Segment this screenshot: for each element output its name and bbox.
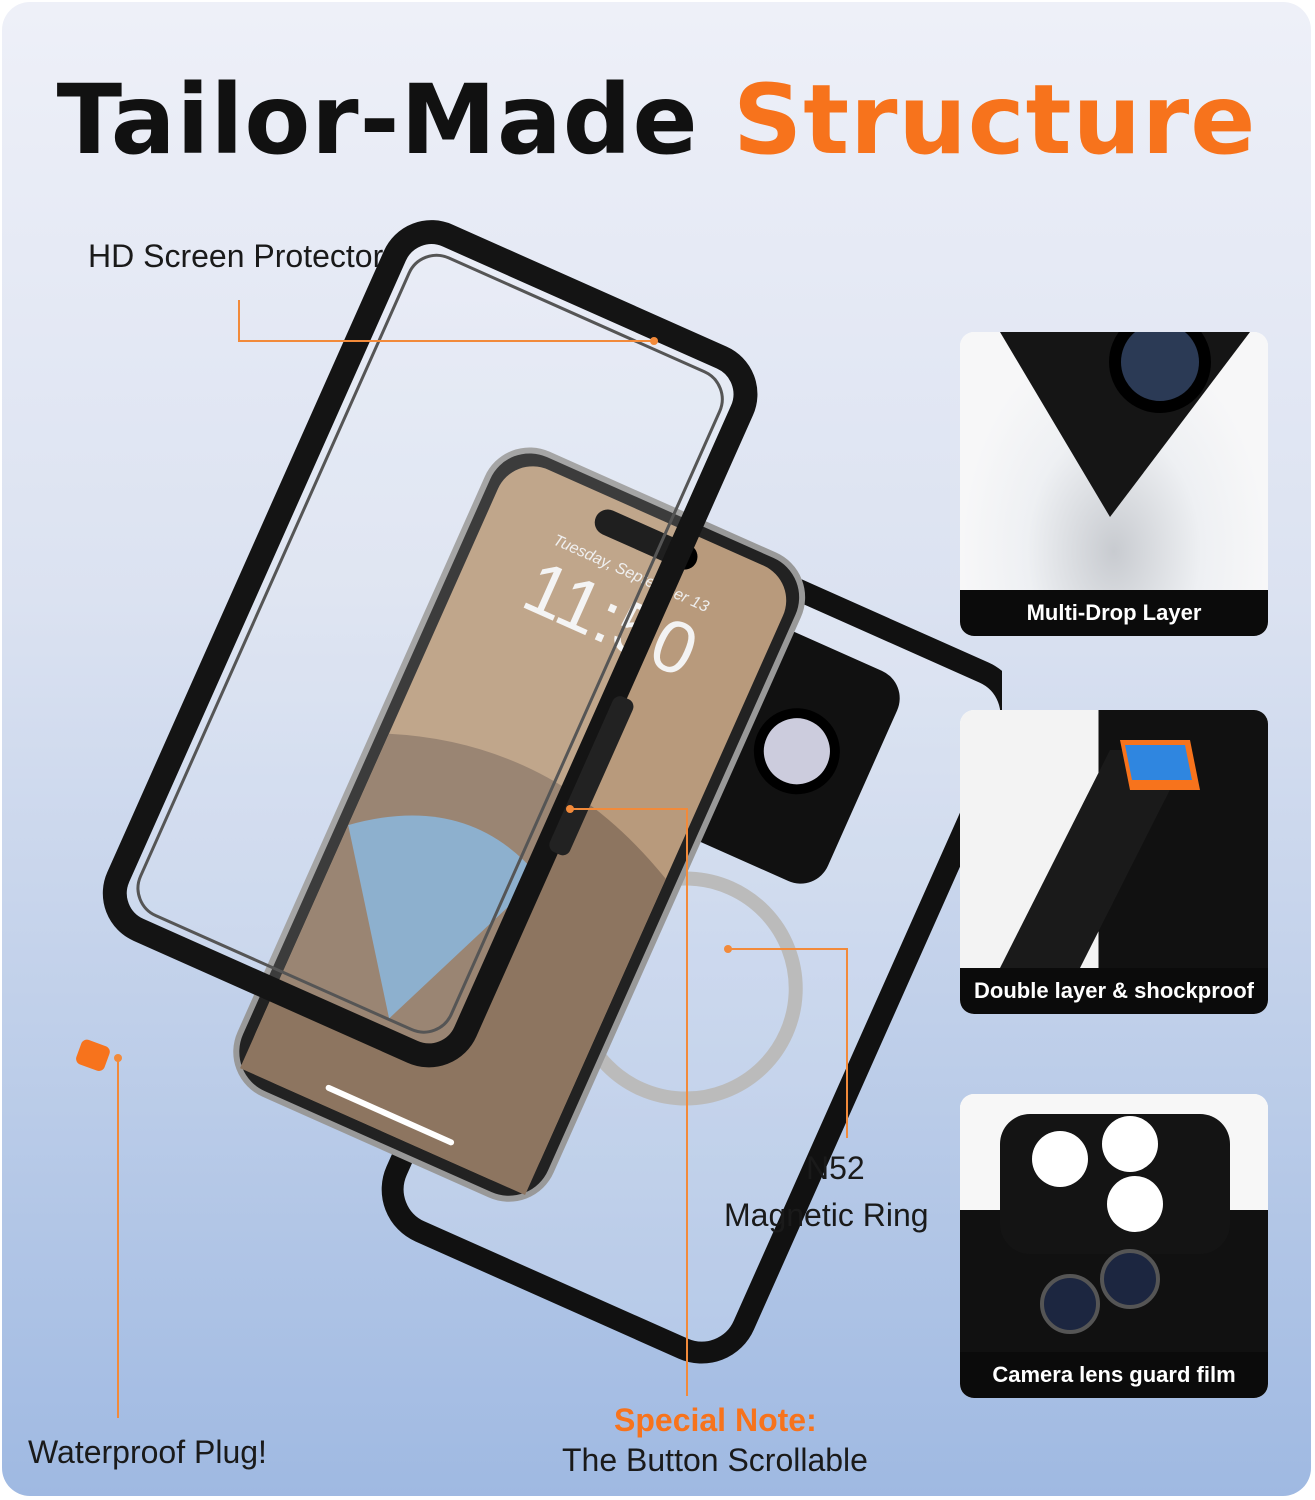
leader-dot <box>566 805 574 813</box>
leader-line <box>572 808 688 810</box>
camera-lens-image <box>960 1094 1268 1352</box>
leader-line <box>117 1058 119 1418</box>
leader-line <box>686 808 688 1396</box>
card-caption: Camera lens guard film <box>960 1352 1268 1398</box>
card-caption: Double layer & shockproof <box>960 968 1268 1014</box>
label-magnetic-ring: Magnetic Ring <box>724 1197 929 1233</box>
card-caption: Multi-Drop Layer <box>960 590 1268 636</box>
label-special-note: Special Note: <box>614 1402 817 1438</box>
leader-line <box>730 948 848 950</box>
label-button-scrollable: The Button Scrollable <box>562 1442 868 1478</box>
leader-dot <box>650 337 658 345</box>
leader-dot <box>724 945 732 953</box>
front-frame <box>102 220 758 1068</box>
feature-card-camera-lens: Camera lens guard film <box>960 1094 1268 1398</box>
leader-line <box>846 948 848 1138</box>
leader-line <box>238 300 240 342</box>
waterproof-plug <box>76 1039 110 1071</box>
leader-line <box>238 340 652 342</box>
multi-drop-image <box>960 332 1268 590</box>
page-title: Tailor-Made Structure <box>56 64 1257 176</box>
feature-card-double-layer: Double layer & shockproof <box>960 710 1268 1014</box>
scroll-button <box>549 696 634 856</box>
label-screen-protector: HD Screen Protector <box>88 238 384 274</box>
leader-dot <box>114 1054 122 1062</box>
feature-card-multi-drop: Multi-Drop Layer <box>960 332 1268 636</box>
label-n52: N52 <box>806 1150 865 1186</box>
phone-case-illustration: Tuesday, September 13 11:50 <box>76 220 1002 1364</box>
double-layer-image <box>960 710 1268 968</box>
label-waterproof-plug: Waterproof Plug! <box>28 1434 267 1470</box>
